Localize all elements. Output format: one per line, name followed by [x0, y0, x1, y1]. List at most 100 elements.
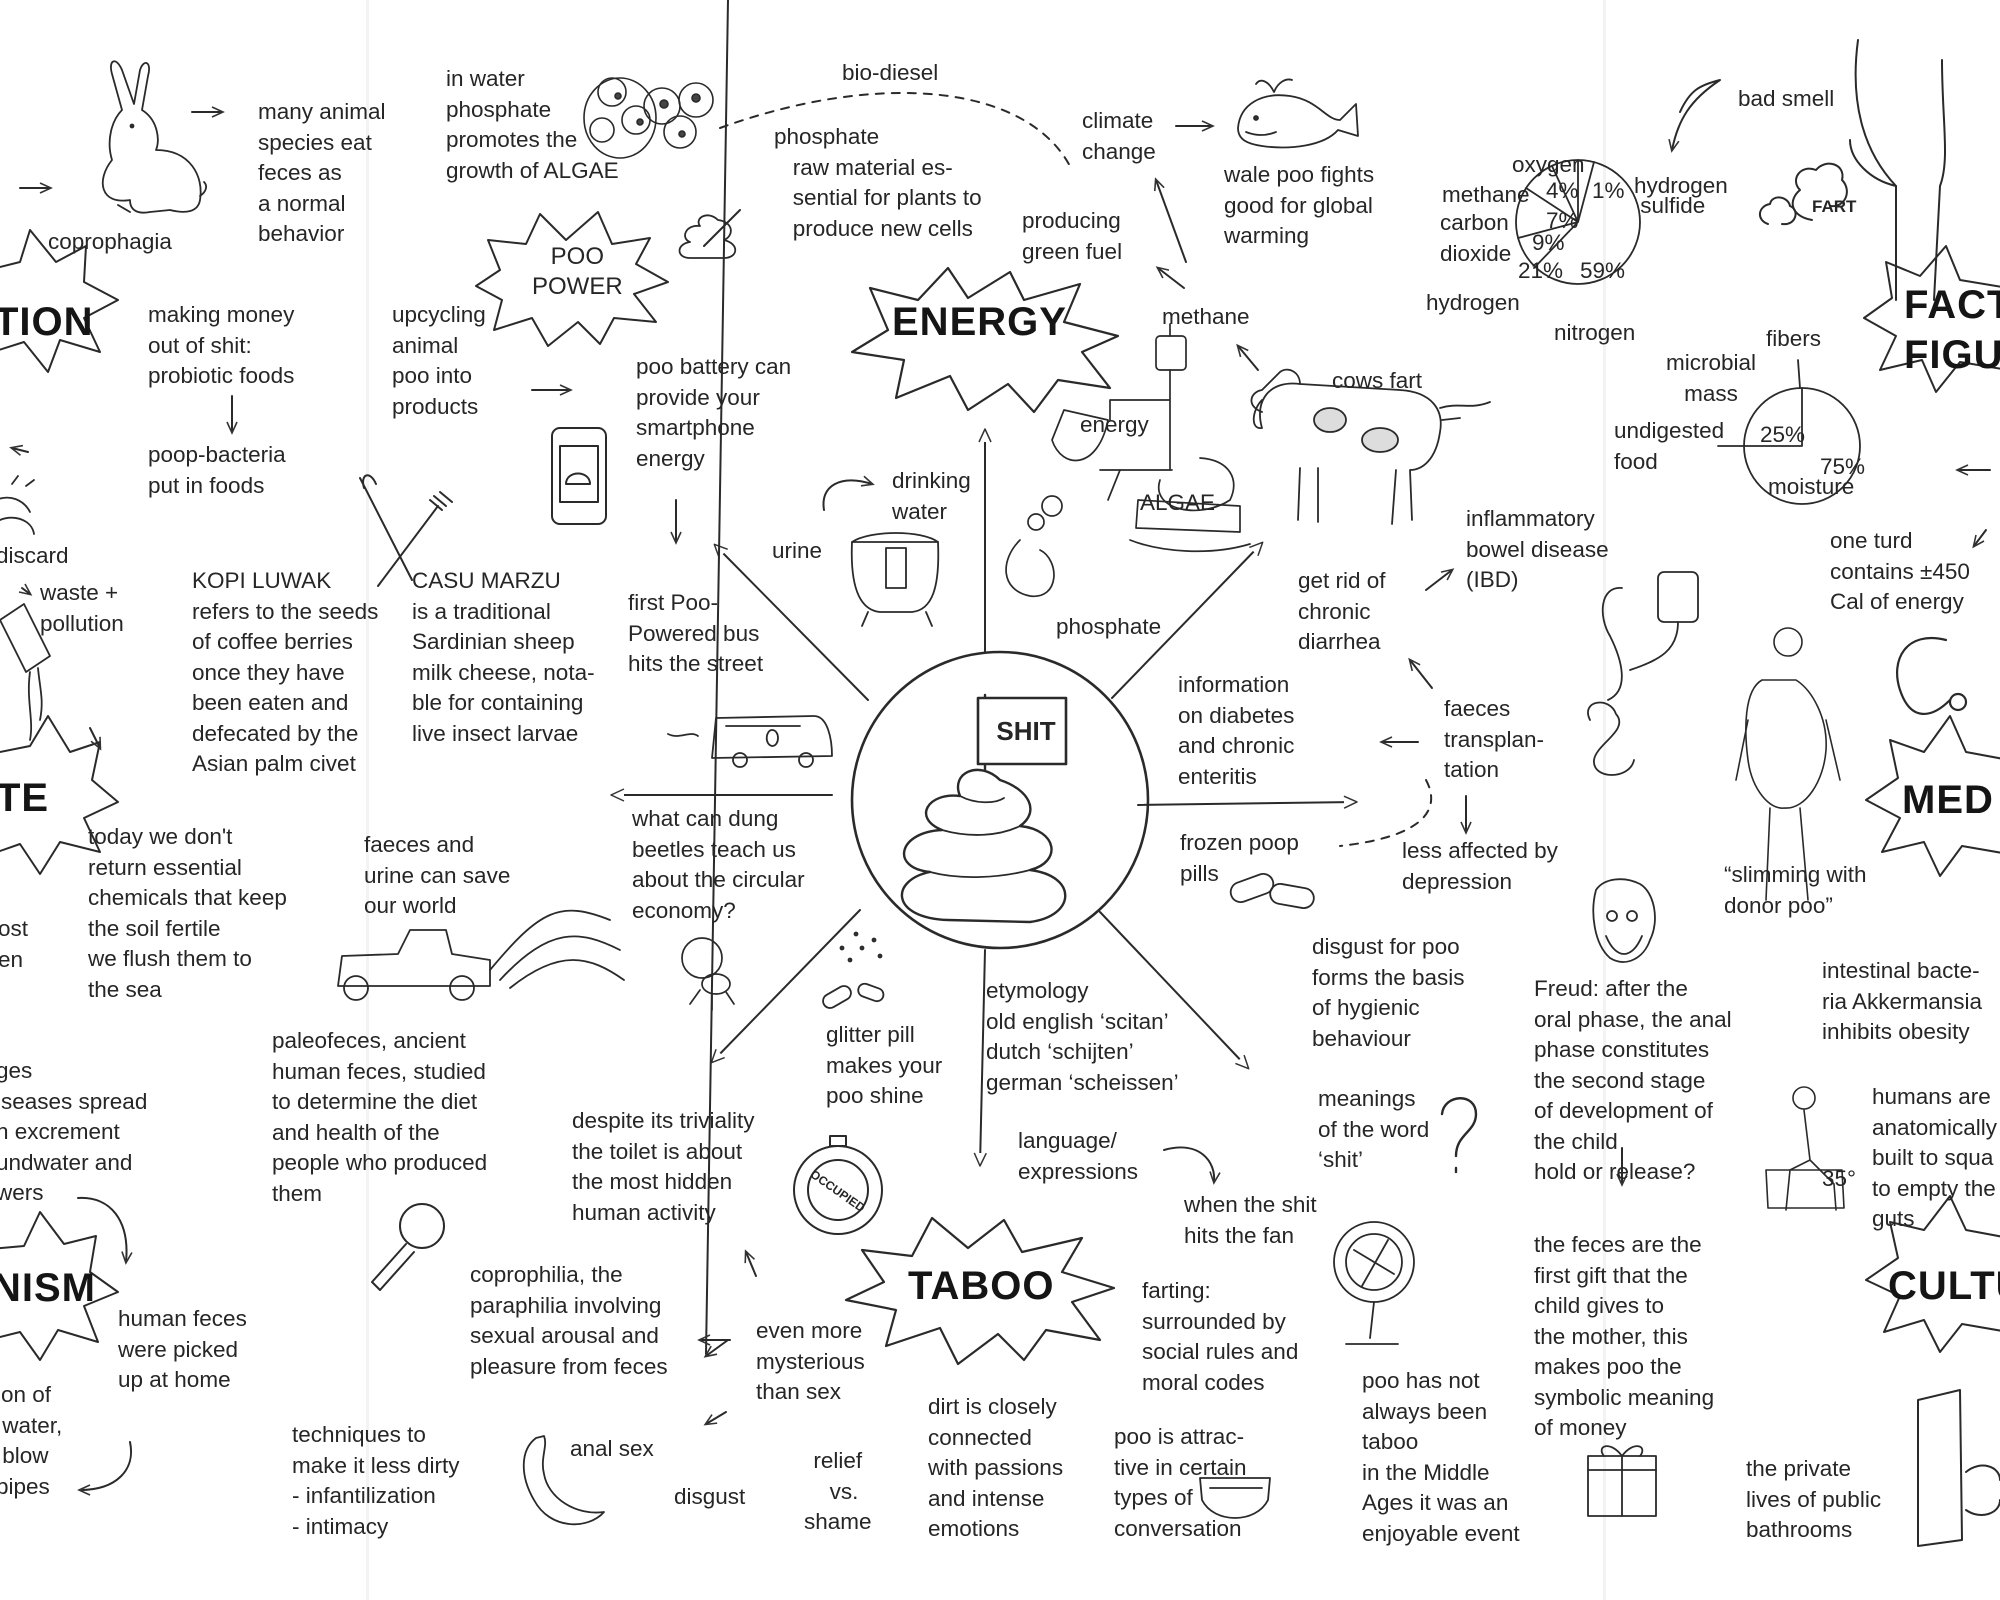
gift-icon [1587, 1445, 1657, 1517]
note-energy-small: energy [1080, 412, 1149, 437]
composition-pie-chart [1717, 359, 1861, 505]
note-freud: Freud: after the oral phase, the anal ph… [1534, 976, 1732, 1184]
whale-icon [1237, 78, 1359, 149]
note-coprophilia: coprophilia, the paraphilia involving se… [470, 1262, 668, 1379]
buttocks-icon [1759, 39, 1947, 301]
note-bio-diesel: bio-diesel [842, 60, 939, 85]
note-frozen-pills: frozen poop pills [1180, 830, 1299, 886]
note-human-feces: human feces were picked up at home [118, 1306, 247, 1392]
note-moisture: moisture [1768, 474, 1855, 499]
note-phosphate-raw: phosphate raw material es- sential for p… [774, 124, 982, 241]
note-waste-pollution: waste + pollution [40, 580, 124, 636]
note-drinking-water: drinking water [892, 468, 971, 524]
note-algae: ALGAE [1140, 490, 1216, 515]
heading-te: TE [0, 776, 50, 820]
note-meanings: meanings of the word ‘shit’ [1318, 1086, 1430, 1172]
heading-energy: ENERGY [892, 300, 1067, 344]
glitter-pill-icon [822, 931, 885, 1009]
heading-taboo: TABOO [908, 1264, 1055, 1308]
note-ages-diseases: ges iseases spread n excrement undwater … [0, 1058, 148, 1205]
page-fold [1603, 0, 1606, 1600]
note-wale-poo: wale poo fights good for global warming [1224, 162, 1375, 248]
water-filter-icon [850, 532, 940, 627]
heading-poo-power: POO POWER [532, 243, 623, 300]
note-techniques: techniques to make it less dirty - infan… [292, 1422, 460, 1539]
burst-energy [850, 266, 1120, 414]
note-cows-fart: cows fart [1332, 368, 1423, 393]
note-dung-beetles: what can dung beetles teach us about the… [632, 806, 805, 923]
gas-label-oxygen: oxygen [1512, 152, 1585, 177]
tractor-icon [337, 909, 625, 1001]
squatting-figure-icon [1765, 1086, 1845, 1211]
note-get-rid: get rid of chronic diarrhea [1298, 568, 1386, 654]
gas-label-co2: carbon dioxide [1440, 210, 1512, 266]
note-paleofeces: paleofeces, ancient human feces, studied… [272, 1028, 488, 1206]
note-dirt: dirt is closely connected with passions … [928, 1394, 1064, 1541]
gas-value-hydrogen: 21% [1518, 258, 1564, 283]
pills-icon [1229, 872, 1315, 909]
comp-value-solids: 25% [1760, 422, 1806, 447]
note-producing-fuel: producing green fuel [1022, 208, 1123, 264]
magnifier-icon [371, 1203, 445, 1291]
note-faeces-transplant: faeces transplan- tation [1444, 696, 1545, 782]
curve-object-icon [522, 1435, 605, 1526]
heading-tion: TION [0, 300, 94, 344]
note-ion-water: ion of water, blow pipes [0, 1382, 63, 1499]
gas-value-methane: 7% [1546, 208, 1579, 233]
heading-nism: NISM [0, 1266, 96, 1310]
heading-fact-figu: FACT FIGU [1904, 283, 2000, 377]
note-upcycling: upcycling animal poo into products [392, 302, 486, 419]
comp-value-moisture: 75% [1820, 454, 1866, 479]
note-etymology: etymology old english ‘scitan’ dutch ‘sc… [986, 978, 1179, 1095]
note-when-shit: when the shit hits the fan [1184, 1192, 1317, 1248]
dung-beetle-icon [681, 937, 735, 1011]
note-poop-bacteria: poop-bacteria put in foods [148, 442, 286, 498]
fan-icon [1333, 1221, 1415, 1345]
note-poo-attractive: poo is attrac- tive in certain types of … [1114, 1424, 1247, 1541]
gas-label-methane: methane [1442, 182, 1530, 207]
note-farting: farting: surrounded by social rules and … [1142, 1278, 1299, 1395]
gas-value-h2s: 1% [1592, 178, 1625, 203]
stethoscope-icon [1896, 637, 1968, 716]
burst-poo-power [475, 211, 669, 347]
note-language: language/ expressions [1018, 1128, 1139, 1184]
note-private-lives: the private lives of public bathrooms [1746, 1456, 1882, 1542]
center-flag-label: SHIT [996, 716, 1056, 746]
note-slimming: “slimming with donor poo” [1724, 862, 1867, 918]
algae-icon [583, 77, 714, 159]
gas-label-h2s: hydrogen sulfide [1634, 173, 1728, 218]
occupied-sign-icon [793, 1135, 883, 1235]
note-poo-not-taboo: poo has not always been taboo in the Mid… [1362, 1368, 1520, 1546]
burst-taboo [844, 1216, 1116, 1366]
rabbit-icon [101, 60, 207, 214]
gas-value-oxygen: 4% [1546, 178, 1579, 203]
note-microbial-mass: microbial mass [1666, 350, 1757, 406]
note-relief: relief vs. shame [804, 1448, 872, 1534]
heading-med: MED [1902, 778, 1994, 822]
note-poo-battery: poo battery can provide your smartphone … [636, 354, 792, 471]
note-humans-are: humans are anatomically built to squa to… [1872, 1084, 1998, 1231]
note-less-affected: less affected by depression [1402, 838, 1558, 894]
note-information: information on diabetes and chronic ente… [1178, 672, 1295, 789]
biogas-plant-icon [1005, 323, 1251, 597]
note-feces-gift: the feces are the first gift that the ch… [1534, 1232, 1715, 1440]
poo-icon [678, 214, 737, 259]
note-methane: methane [1162, 304, 1250, 329]
note-fibers: fibers [1766, 326, 1822, 351]
note-phosphate: phosphate [1056, 614, 1162, 639]
woman-figure-icon [1735, 627, 1841, 901]
note-undigested: undigested food [1614, 418, 1725, 474]
fork-knife-icon [359, 474, 453, 587]
note-angle: 35° [1822, 1166, 1857, 1191]
gas-value-co2: 9% [1532, 230, 1565, 255]
bus-icon [667, 715, 833, 768]
intestine-iv-icon [1587, 571, 1699, 776]
note-today-we: today we don't return essential chemical… [88, 824, 287, 1002]
note-glitter-pill: glitter pill makes your poo shine [826, 1022, 943, 1108]
page-fold [366, 0, 369, 1600]
diaper-icon [1199, 1477, 1271, 1519]
waste-icon [0, 475, 51, 741]
note-many-animal: many animal species eat feces as a norma… [258, 99, 386, 246]
note-faeces-urine: faeces and urine can save our world [364, 832, 511, 918]
